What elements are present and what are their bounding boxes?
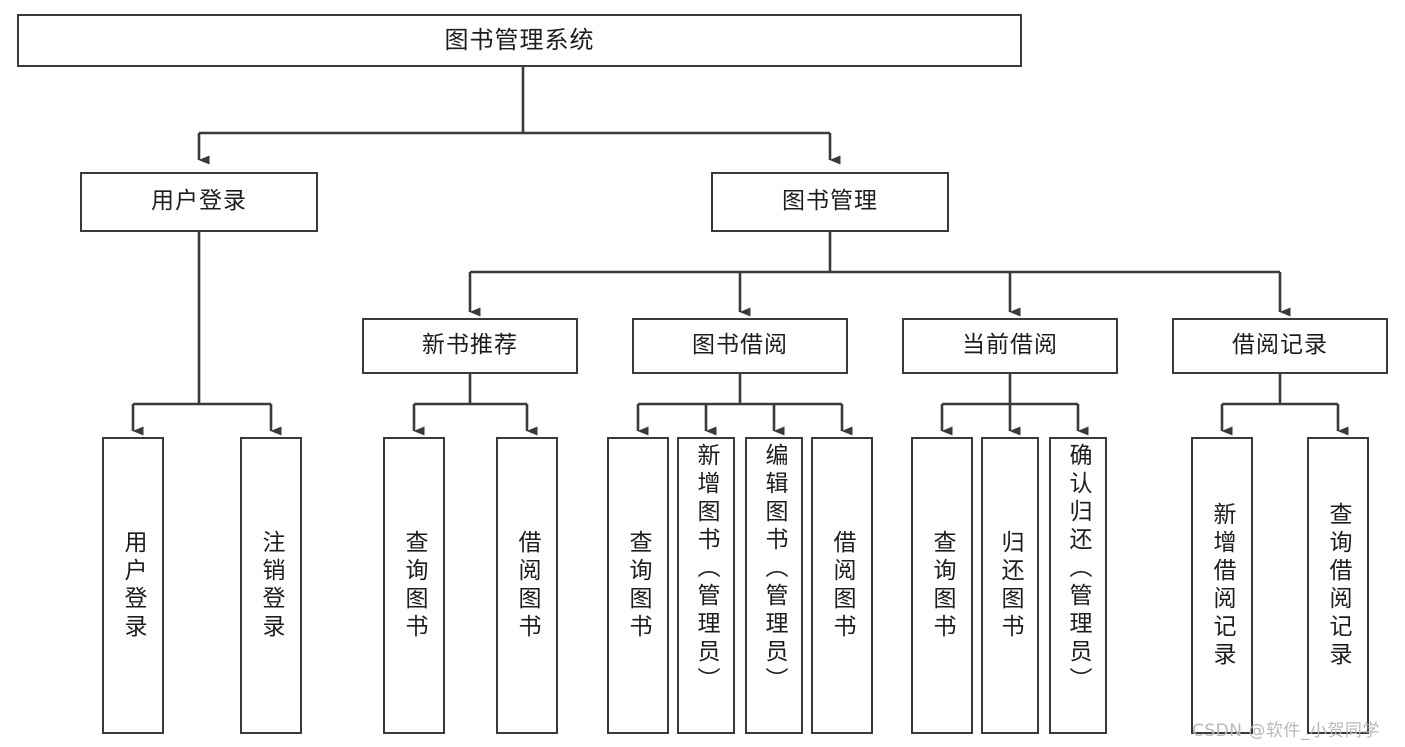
- leaf-query-record[interactable]: 查询借阅记录: [1307, 437, 1369, 734]
- node-label: 当前借阅: [962, 332, 1058, 359]
- leaf-return-book[interactable]: 归还图书: [981, 437, 1039, 734]
- watermark-text: CSDN @软件_小贺同学: [1192, 721, 1380, 741]
- node-label: 确认归还（管理员）: [1065, 443, 1092, 695]
- node-label: 编辑图书（管理员）: [761, 443, 788, 695]
- node-label: 借阅图书: [829, 529, 856, 642]
- node-label: 新增借阅记录: [1209, 501, 1236, 670]
- leaf-edit-book[interactable]: 编辑图书（管理员）: [745, 437, 803, 734]
- node-label: 查询图书: [929, 529, 956, 642]
- node-label: 查询借阅记录: [1325, 501, 1352, 670]
- leaf-logout-login[interactable]: 注销登录: [240, 437, 302, 734]
- node-label: 借阅图书: [514, 529, 541, 642]
- leaf-add-record[interactable]: 新增借阅记录: [1191, 437, 1253, 734]
- leaf-add-book[interactable]: 新增图书（管理员）: [677, 437, 735, 734]
- node-current-borrow[interactable]: 当前借阅: [902, 318, 1118, 374]
- leaf-query-book-1[interactable]: 查询图书: [383, 437, 445, 734]
- node-root-图书管理系统[interactable]: 图书管理系统: [17, 14, 1022, 67]
- leaf-query-book-3[interactable]: 查询图书: [911, 437, 973, 734]
- node-book-manage[interactable]: 图书管理: [711, 172, 949, 232]
- node-new-book-rec[interactable]: 新书推荐: [362, 318, 578, 374]
- leaf-query-book-2[interactable]: 查询图书: [607, 437, 669, 734]
- node-label: 图书管理: [782, 188, 878, 215]
- node-book-borrow[interactable]: 图书借阅: [632, 318, 848, 374]
- node-label: 用户登录: [151, 188, 247, 215]
- node-label: 新书推荐: [422, 332, 518, 359]
- leaf-user-login[interactable]: 用户登录: [102, 437, 164, 734]
- node-label: 注销登录: [258, 529, 285, 642]
- node-label: 查询图书: [625, 529, 652, 642]
- node-borrow-record[interactable]: 借阅记录: [1172, 318, 1388, 374]
- leaf-borrow-book-1[interactable]: 借阅图书: [496, 437, 558, 734]
- node-label: 用户登录: [120, 529, 147, 642]
- node-label: 图书借阅: [692, 332, 788, 359]
- leaf-confirm-return[interactable]: 确认归还（管理员）: [1049, 437, 1107, 734]
- node-user-login[interactable]: 用户登录: [80, 172, 318, 232]
- node-label: 借阅记录: [1232, 332, 1328, 359]
- leaf-borrow-book-2[interactable]: 借阅图书: [811, 437, 873, 734]
- node-label: 归还图书: [997, 529, 1024, 642]
- node-label: 图书管理系统: [444, 26, 595, 55]
- node-label: 查询图书: [401, 529, 428, 642]
- node-label: 新增图书（管理员）: [693, 443, 720, 695]
